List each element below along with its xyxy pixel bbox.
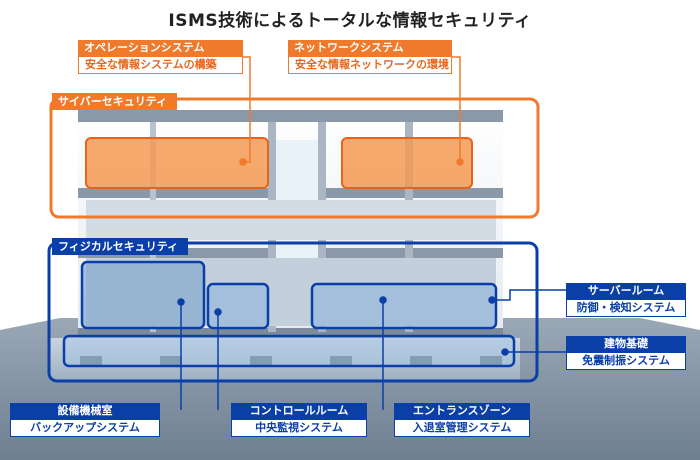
network-system-label: ネットワークシステム 安全な情報ネットワークの環境	[288, 40, 452, 74]
physical-security-tag: フィジカルセキュリティ	[52, 238, 189, 255]
server-room-label: サーバールーム 防御・検知システム	[566, 283, 686, 317]
cyber-security-tag: サイバーセキュリティ	[52, 93, 178, 110]
page-title: ISMS技術によるトータルな情報セキュリティ	[168, 11, 532, 31]
physical-security-frame	[47, 241, 539, 383]
entrance-sub: 入退室管理システム	[394, 420, 530, 437]
operation-heading: オペレーションシステム	[78, 40, 243, 57]
entrance-zone	[310, 282, 498, 330]
network-sub: 安全な情報ネットワークの環境	[288, 57, 452, 74]
server-heading: サーバールーム	[566, 283, 686, 300]
foundation-sub: 免震制振システム	[566, 353, 686, 370]
server-sub: 防御・検知システム	[566, 300, 686, 317]
operation-system-label: オペレーションシステム 安全な情報システムの構築	[78, 40, 243, 74]
equipment-room-label: 設備機械室 バックアップシステム	[10, 403, 160, 437]
foundation-label: 建物基礎 免震制振システム	[566, 336, 686, 370]
foundation-zone	[62, 334, 516, 368]
operation-room	[85, 137, 269, 189]
network-heading: ネットワークシステム	[288, 40, 452, 57]
operation-sub: 安全な情報システムの構築	[78, 57, 243, 74]
equipment-room	[80, 260, 206, 330]
network-room	[341, 137, 473, 189]
control-heading: コントロールルーム	[231, 403, 367, 420]
equipment-sub: バックアップシステム	[10, 420, 160, 437]
control-room	[206, 282, 270, 330]
equipment-heading: 設備機械室	[10, 403, 160, 420]
entrance-zone-label: エントランスゾーン 入退室管理システム	[394, 403, 530, 437]
control-sub: 中央監視システム	[231, 420, 367, 437]
control-room-label: コントロールルーム 中央監視システム	[231, 403, 367, 437]
entrance-heading: エントランスゾーン	[394, 403, 530, 420]
foundation-heading: 建物基礎	[566, 336, 686, 353]
cyber-security-frame	[49, 97, 540, 219]
